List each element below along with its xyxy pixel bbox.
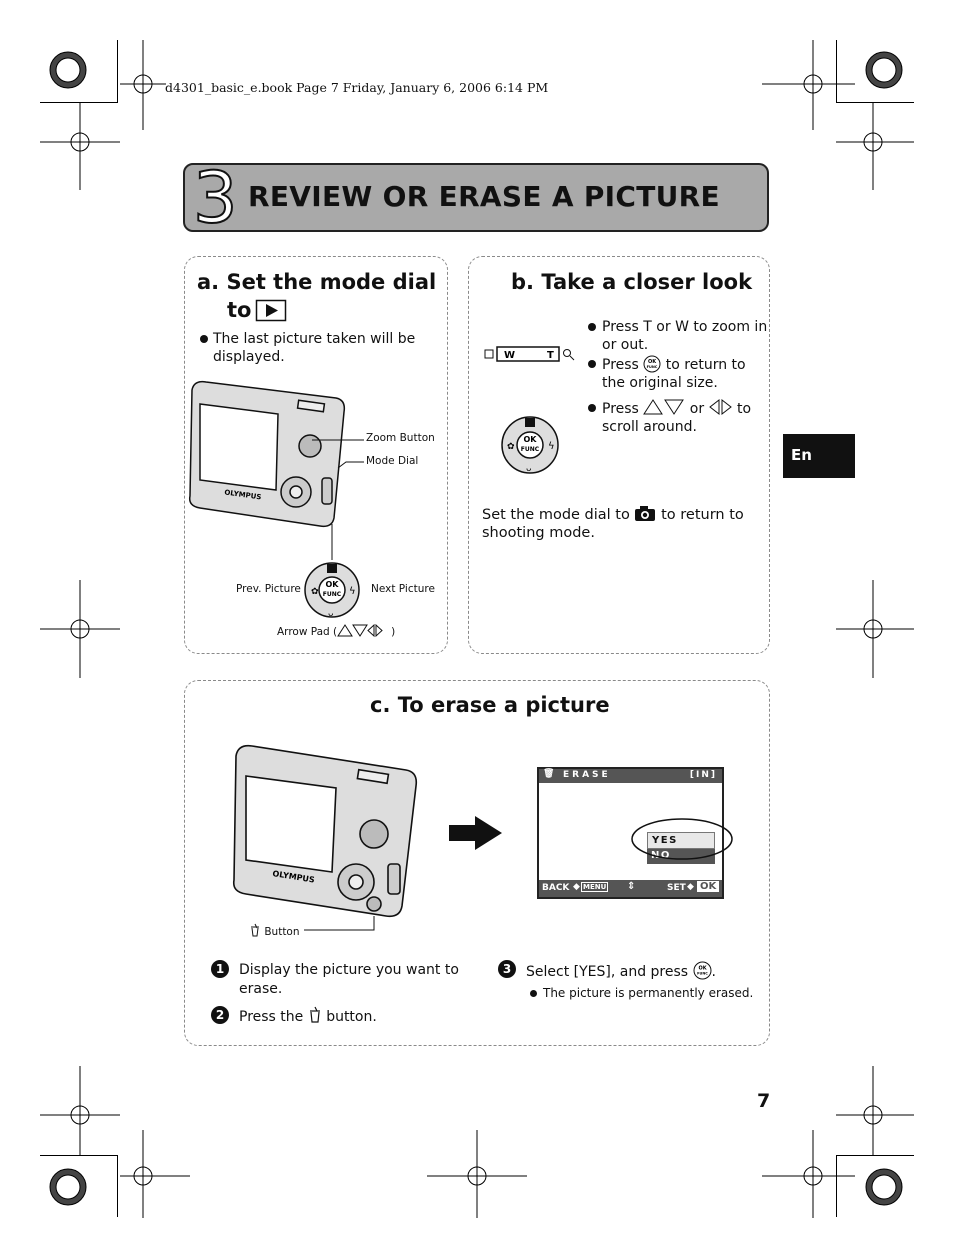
screen-title: ERASE <box>563 770 611 780</box>
prev-picture-label: Prev. Picture <box>236 583 301 595</box>
ok-func-button-icon: OK FUNC <box>643 355 661 373</box>
camera-mode-icon <box>635 506 656 521</box>
file-header: d4301_basic_e.book Page 7 Friday, Januar… <box>165 80 549 95</box>
zoom-button-label: Zoom Button <box>366 432 435 444</box>
section-a-heading-line2: to <box>227 298 252 322</box>
erase-button-label: Button <box>249 923 300 938</box>
arrow-keys-icon <box>337 623 383 638</box>
svg-text:OK: OK <box>524 435 538 444</box>
section-a-panel <box>184 256 448 654</box>
bullet <box>588 404 596 412</box>
camera-back-illustration: OLYMPUS <box>188 380 346 528</box>
svg-text:OK: OK <box>326 580 340 589</box>
scroll-instruction: Press or to <box>602 398 752 417</box>
callout-lines <box>312 439 364 560</box>
section-c-panel <box>184 680 770 1046</box>
step-3-note: The picture is permanently erased. <box>543 986 754 1000</box>
callout-line <box>304 916 375 931</box>
arrow-updown-icon: ⇕ <box>627 881 636 892</box>
highlight-ellipse <box>631 818 733 860</box>
arrow-right-icon <box>449 816 502 850</box>
erase-screen: 🗑 ERASE [IN] YES NO BACK ◆ MENU ⇕ SET ◆ … <box>537 767 724 899</box>
svg-text:W: W <box>504 350 515 361</box>
svg-text:ϟ: ϟ <box>349 586 356 597</box>
step-2-text: Press the button. <box>239 1006 377 1025</box>
ok-return-instruction: Press OK FUNC to return to <box>602 355 746 373</box>
section-a-bullet-line2: displayed. <box>213 349 285 365</box>
ok-return-instruction-line2: the original size. <box>602 375 718 391</box>
chapter-number: 3 <box>192 157 239 239</box>
step-1-number: 1 <box>211 960 229 978</box>
zoom-instruction: Press T or W to zoom in <box>602 319 768 335</box>
playback-icon <box>255 299 287 322</box>
back-arrow: ◆ <box>573 882 580 892</box>
title-banner <box>183 163 769 232</box>
step-1-text-line2: erase. <box>239 981 283 997</box>
page-number: 7 <box>757 1090 771 1112</box>
svg-text:OK: OK <box>698 966 707 972</box>
left-right-arrows-icon <box>708 398 732 416</box>
trash-icon <box>251 923 259 937</box>
ok-icon: OK <box>697 881 720 892</box>
svg-text:FUNC: FUNC <box>521 446 540 453</box>
set-label: SET <box>667 883 686 893</box>
svg-text:ᴗ: ᴗ <box>526 464 532 474</box>
camera-back-illustration: OLYMPUS <box>232 744 418 918</box>
arrow-pad-icon: OK FUNC ✿ ϟ ᴗ <box>501 416 559 474</box>
zoom-instruction-line2: or out. <box>602 337 649 353</box>
section-a-heading: a. Set the mode dial <box>197 270 437 294</box>
mode-dial-label: Mode Dial <box>366 455 419 467</box>
step-2-number: 2 <box>211 1006 229 1024</box>
shooting-mode-note-line2: shooting mode. <box>482 525 595 541</box>
section-b-heading: b. Take a closer look <box>511 270 753 294</box>
page-title: REVIEW OR ERASE A PICTURE <box>248 180 720 213</box>
next-picture-label: Next Picture <box>371 583 435 595</box>
svg-text:ϟ: ϟ <box>548 441 555 452</box>
menu-icon: MENU <box>581 882 609 892</box>
zoom-lever-icon: W T <box>484 346 575 362</box>
section-a-bullet-line1: The last picture taken will be <box>213 331 416 347</box>
trash-icon: 🗑 <box>543 769 555 779</box>
step-1-text: Display the picture you want to <box>239 962 459 978</box>
option-no[interactable]: NO <box>647 849 715 864</box>
svg-text:✿: ✿ <box>507 442 515 452</box>
ok-func-button-icon: OK FUNC <box>693 961 712 980</box>
step-3-number: 3 <box>498 960 516 978</box>
memory-indicator: [IN] <box>689 770 717 780</box>
svg-text:FUNC: FUNC <box>323 591 342 598</box>
bullet <box>588 323 596 331</box>
back-label: BACK <box>542 883 570 893</box>
svg-text:✿: ✿ <box>311 587 319 597</box>
scroll-instruction-line2: scroll around. <box>602 419 697 435</box>
svg-text:ᴗ: ᴗ <box>328 609 334 619</box>
option-yes[interactable]: YES <box>647 832 715 849</box>
arrow-pad-label: Arrow Pad ( ) <box>277 623 396 638</box>
svg-text:OK: OK <box>648 359 657 365</box>
language-tab: En <box>783 434 855 478</box>
svg-text:FUNC: FUNC <box>697 972 708 976</box>
up-down-arrows-icon <box>643 399 685 415</box>
svg-text:FUNC: FUNC <box>647 365 658 369</box>
bullet <box>530 990 537 997</box>
section-c-heading: c. To erase a picture <box>370 693 610 717</box>
step-3-text: Select [YES], and press OK FUNC . <box>526 961 716 982</box>
bullet <box>200 335 208 343</box>
screen-bottom-bar: BACK ◆ MENU ⇕ SET ◆ OK <box>539 880 722 897</box>
bullet <box>588 360 596 368</box>
shooting-mode-note: Set the mode dial to to return to <box>482 506 744 523</box>
arrow-pad-icon: OK FUNC ✿ ϟ ᴗ <box>304 562 360 619</box>
svg-text:T: T <box>547 350 554 361</box>
set-arrow: ◆ <box>687 882 694 892</box>
section-b-panel <box>468 256 770 654</box>
screen-title-bar: 🗑 ERASE [IN] <box>539 769 722 783</box>
trash-icon <box>309 1006 320 1023</box>
